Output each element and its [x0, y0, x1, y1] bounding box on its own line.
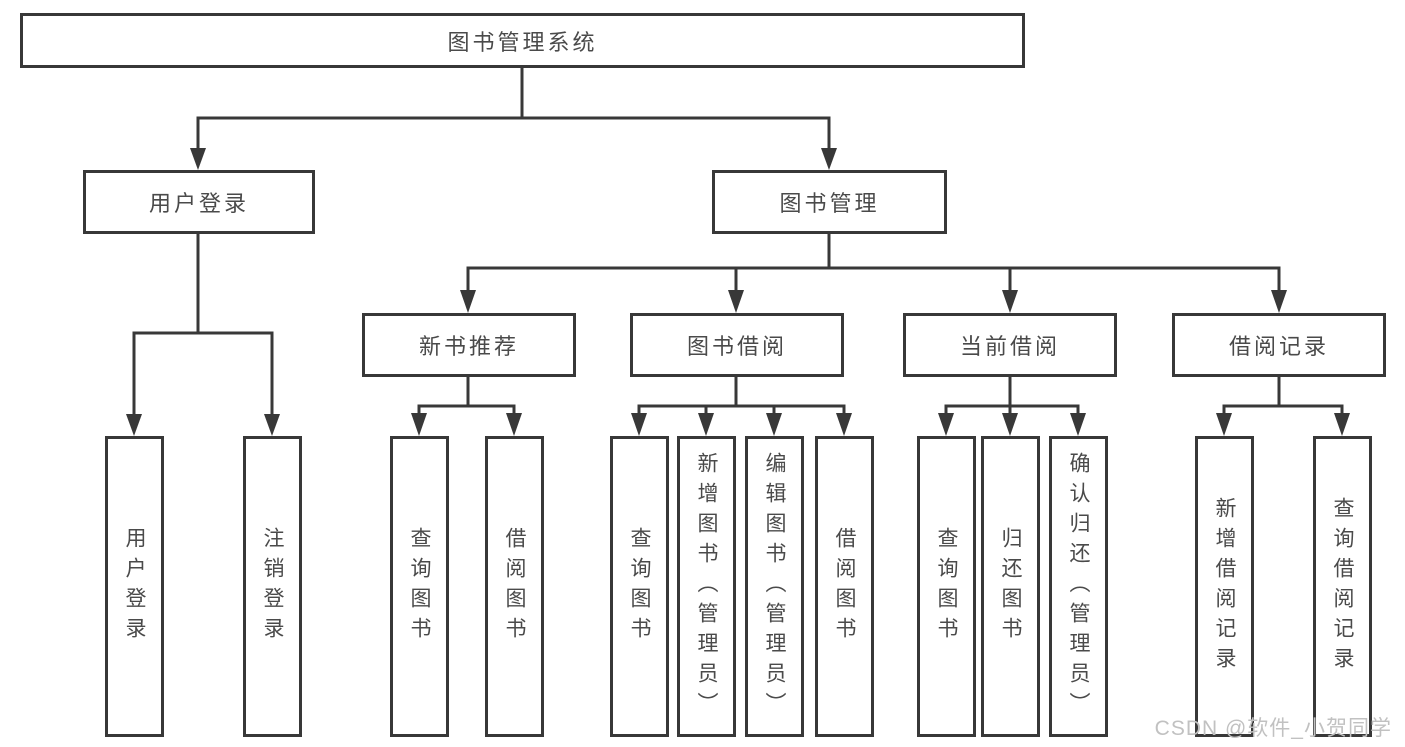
node-label: 查询图书: [408, 526, 431, 647]
node-borrowing-records: 借阅记录: [1172, 313, 1386, 377]
node-label: 新书推荐: [418, 334, 519, 359]
node-leaf-return-books: 归还图书: [981, 436, 1040, 737]
watermark-text: CSDN @软件_小贺同学: [1154, 717, 1392, 740]
node-label: 用户登录: [123, 526, 146, 647]
node-leaf-borrow-books: 借阅图书: [815, 436, 874, 737]
node-label: 确认归还（管理员）: [1067, 451, 1090, 722]
node-label: 图书管理系统: [447, 29, 598, 55]
node-leaf-borrow-books-recommend: 借阅图书: [485, 436, 544, 737]
node-leaf-logout: 注销登录: [243, 436, 302, 737]
node-leaf-query-books-current: 查询图书: [917, 436, 976, 737]
node-label: 新增借阅记录: [1213, 496, 1236, 677]
node-label: 当前借阅: [959, 334, 1060, 359]
node-label: 归还图书: [999, 526, 1022, 647]
node-new-book-recommendation: 新书推荐: [362, 313, 576, 377]
node-label: 用户登录: [148, 191, 249, 216]
node-label: 查询图书: [628, 526, 651, 647]
node-label: 图书借阅: [686, 334, 787, 359]
arrowheads: [126, 148, 1350, 436]
node-leaf-confirm-return-admin: 确认归还（管理员）: [1049, 436, 1108, 737]
node-label: 借阅图书: [503, 526, 526, 647]
node-label: 图书管理: [779, 191, 880, 216]
node-current-borrowing: 当前借阅: [903, 313, 1117, 377]
node-leaf-add-borrow-record: 新增借阅记录: [1195, 436, 1254, 737]
node-label: 查询借阅记录: [1331, 496, 1354, 677]
node-book-borrowing: 图书借阅: [630, 313, 844, 377]
node-leaf-query-books-recommend: 查询图书: [390, 436, 449, 737]
node-user-login: 用户登录: [83, 170, 315, 234]
node-leaf-user-login: 用户登录: [105, 436, 164, 737]
node-leaf-query-borrow-record: 查询借阅记录: [1313, 436, 1372, 737]
node-label: 新增图书（管理员）: [695, 451, 718, 722]
node-root: 图书管理系统: [20, 13, 1025, 68]
node-leaf-edit-books-admin: 编辑图书（管理员）: [745, 436, 804, 737]
node-label: 编辑图书（管理员）: [763, 451, 786, 722]
connector-paths: [132, 68, 1344, 415]
node-label: 借阅记录: [1228, 334, 1329, 359]
node-leaf-add-books-admin: 新增图书（管理员）: [677, 436, 736, 737]
node-leaf-query-books-borrowing: 查询图书: [610, 436, 669, 737]
node-label: 查询图书: [935, 526, 958, 647]
node-book-management: 图书管理: [712, 170, 947, 234]
node-label: 注销登录: [261, 526, 284, 647]
node-label: 借阅图书: [833, 526, 856, 647]
